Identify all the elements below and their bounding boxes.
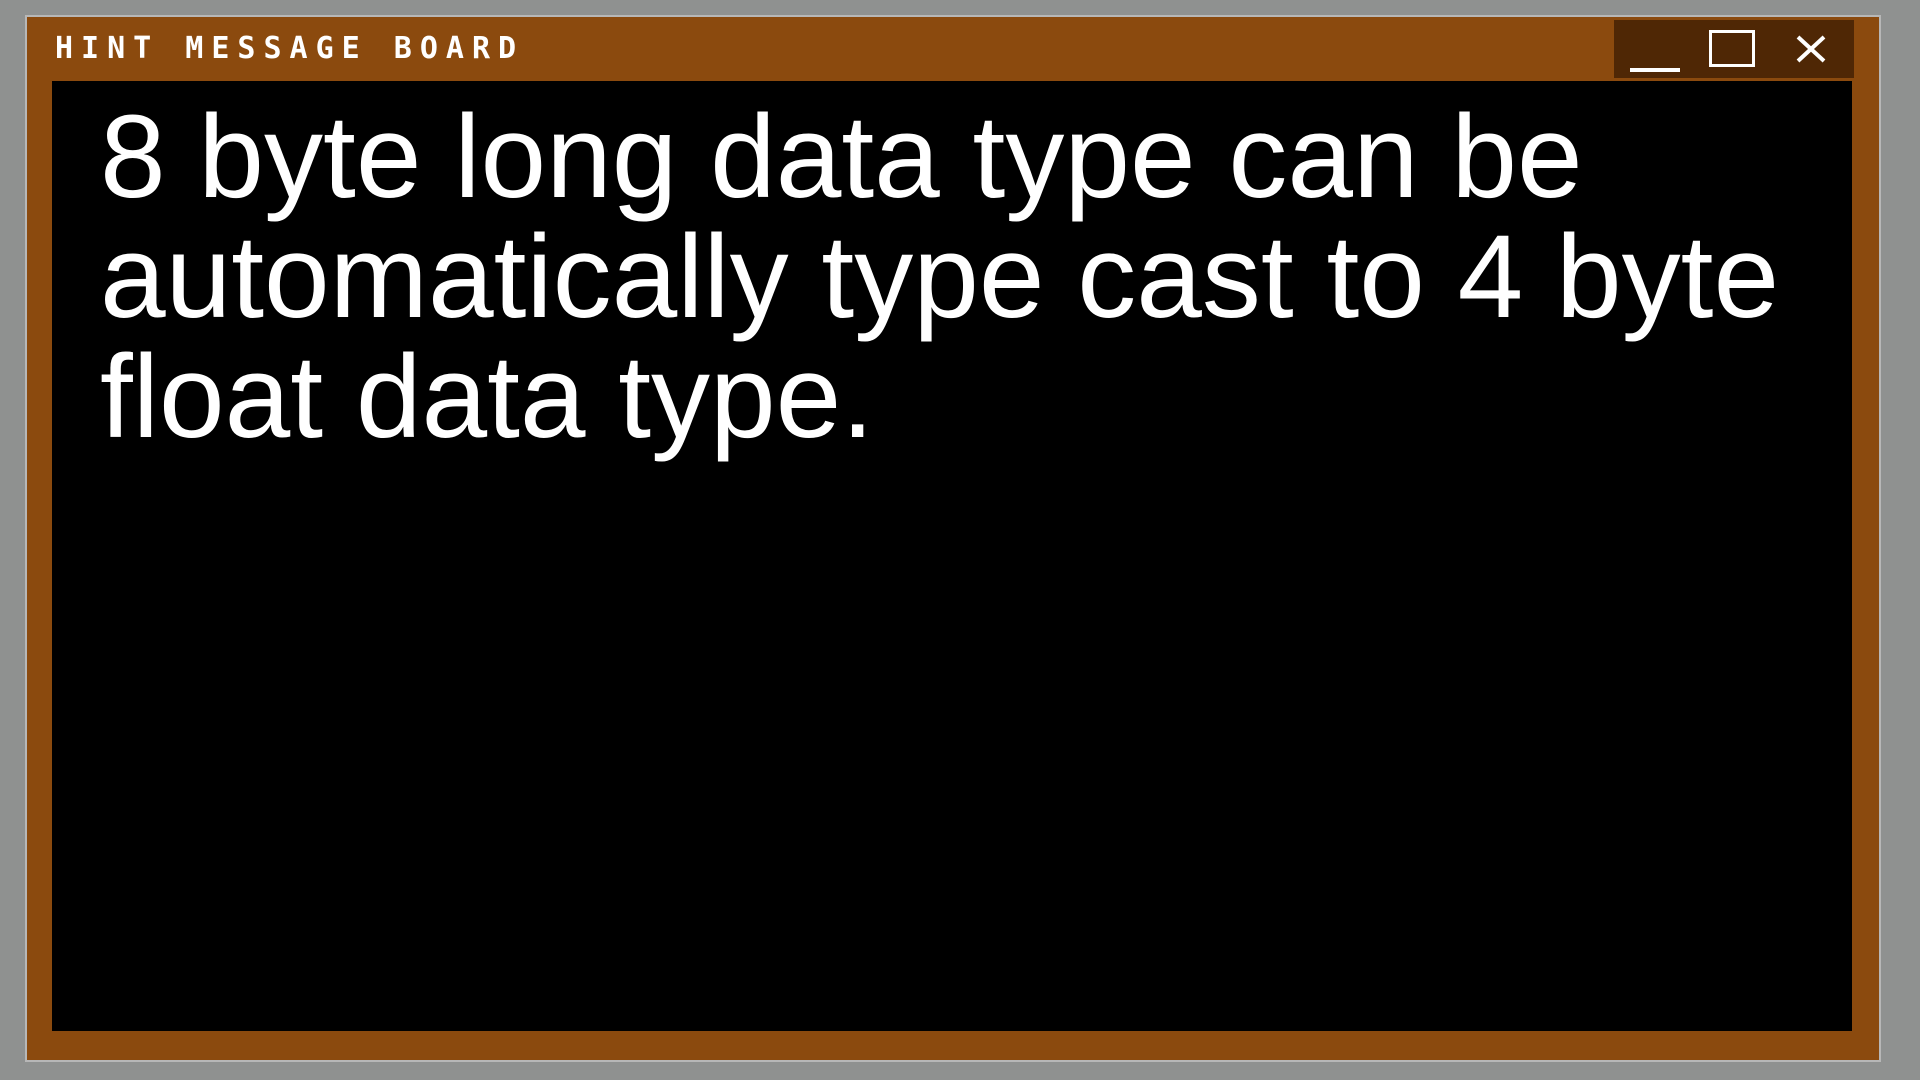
minimize-icon — [1630, 68, 1680, 72]
message-board-content: 8 byte long data type can be automatical… — [52, 81, 1852, 1031]
maximize-icon — [1709, 30, 1755, 67]
hint-message-window: Hint Message Board 8 byte long data type… — [27, 17, 1879, 1060]
title-bar[interactable]: Hint Message Board — [27, 17, 1879, 81]
hint-message-text: 8 byte long data type can be automatical… — [100, 91, 1780, 463]
maximize-button[interactable] — [1694, 20, 1774, 78]
minimize-button[interactable] — [1614, 20, 1694, 78]
close-button[interactable] — [1774, 20, 1854, 78]
window-title: Hint Message Board — [55, 31, 525, 66]
close-icon — [1796, 35, 1826, 63]
window-controls — [1614, 20, 1854, 78]
